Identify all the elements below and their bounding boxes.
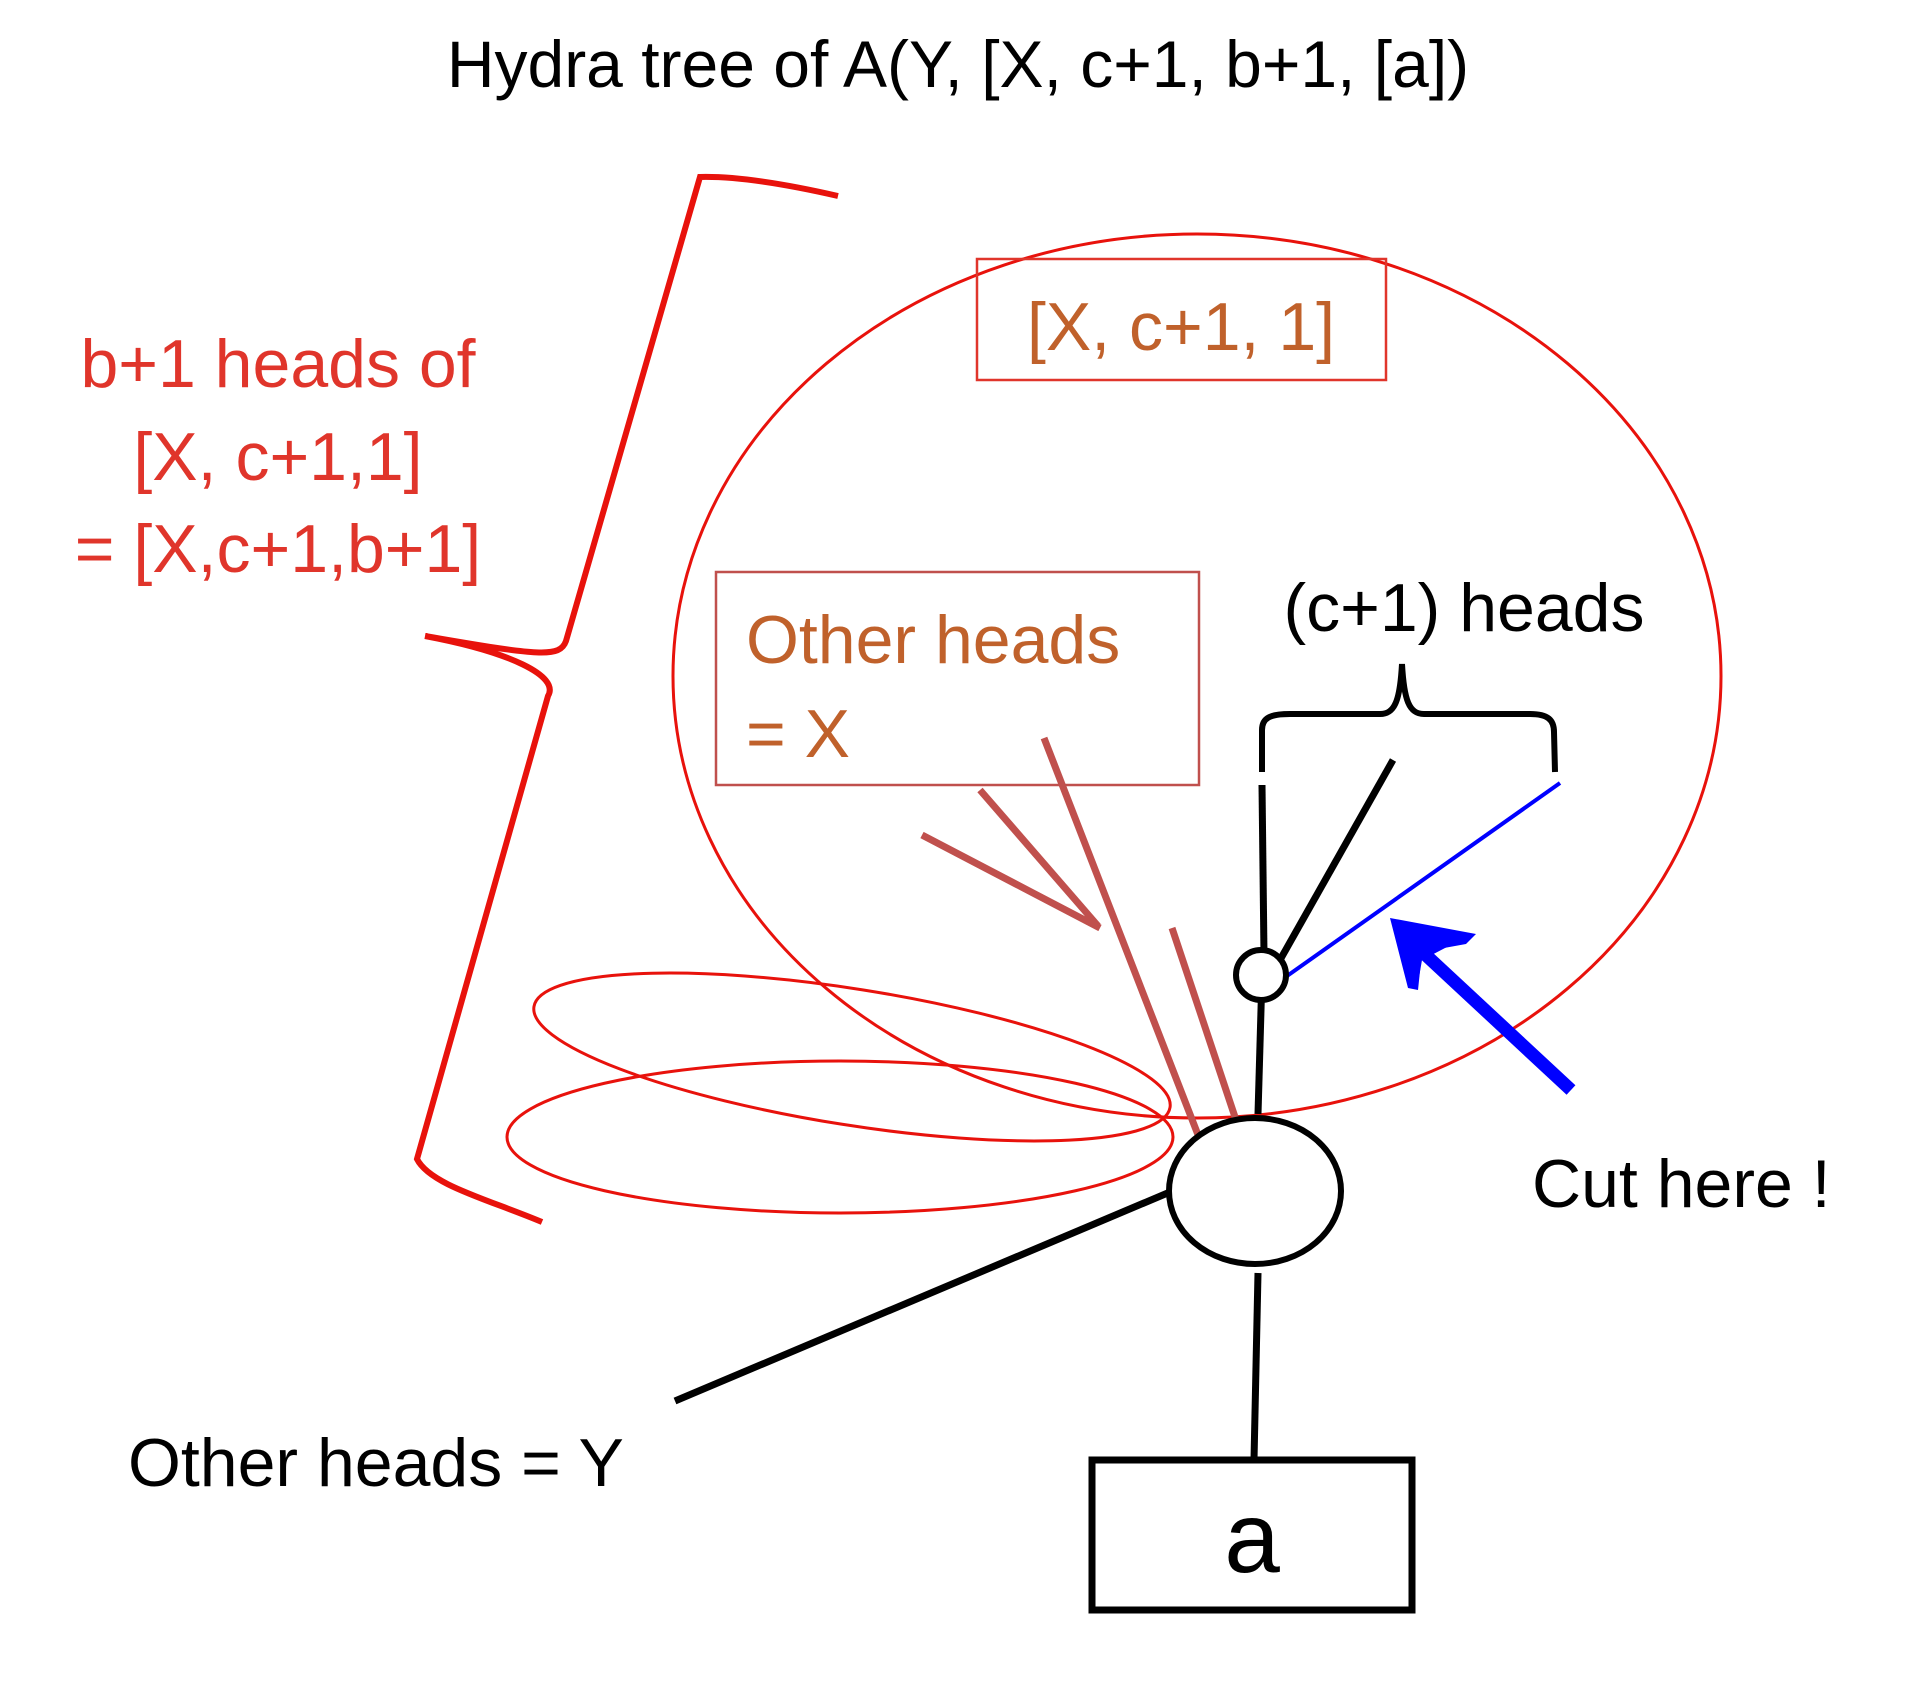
- subtree-label: [X, c+1, 1]: [1027, 289, 1335, 365]
- cut-head-line: [1285, 781, 1562, 978]
- copy-ellipse-upper: [532, 971, 1172, 1143]
- subtree-label-box: [975, 257, 1388, 382]
- tree-edges: [673, 758, 1397, 1461]
- c-heads-label: (c+1) heads: [1284, 570, 1645, 646]
- y-head-line: [673, 1188, 1172, 1405]
- cut-arrow-icon: [1390, 918, 1576, 1095]
- other-heads-x-line1: Other heads: [746, 602, 1120, 678]
- brace-label-line2: [X, c+1,1]: [133, 419, 422, 495]
- root-box: [1088, 1456, 1416, 1614]
- stem-root-to-node: [1250, 1272, 1262, 1461]
- subtree-ellipse: [671, 232, 1723, 1120]
- other-heads-y-label: Other heads = Y: [128, 1425, 624, 1501]
- other-heads-x-box: [714, 570, 1201, 787]
- cut-label: Cut here !: [1532, 1146, 1831, 1222]
- main-node: [1166, 1115, 1344, 1267]
- root-label: a: [1224, 1482, 1280, 1594]
- copy-ellipse-lower: [505, 1059, 1175, 1215]
- head-diagonal: [1276, 758, 1397, 962]
- other-heads-x-line2: = X: [746, 696, 850, 772]
- diagram-title: Hydra tree of A(Y, [X, c+1, b+1, [a]): [447, 27, 1469, 101]
- brace-label-line1: b+1 heads of: [80, 326, 475, 402]
- c-heads-brace: [1259, 663, 1558, 773]
- stem-small-node-up: [1258, 784, 1268, 956]
- x-head-lines: [920, 736, 1240, 1142]
- small-node: [1233, 947, 1289, 1003]
- outer-brace: [413, 173, 839, 1225]
- brace-label-line3: = [X,c+1,b+1]: [75, 511, 481, 587]
